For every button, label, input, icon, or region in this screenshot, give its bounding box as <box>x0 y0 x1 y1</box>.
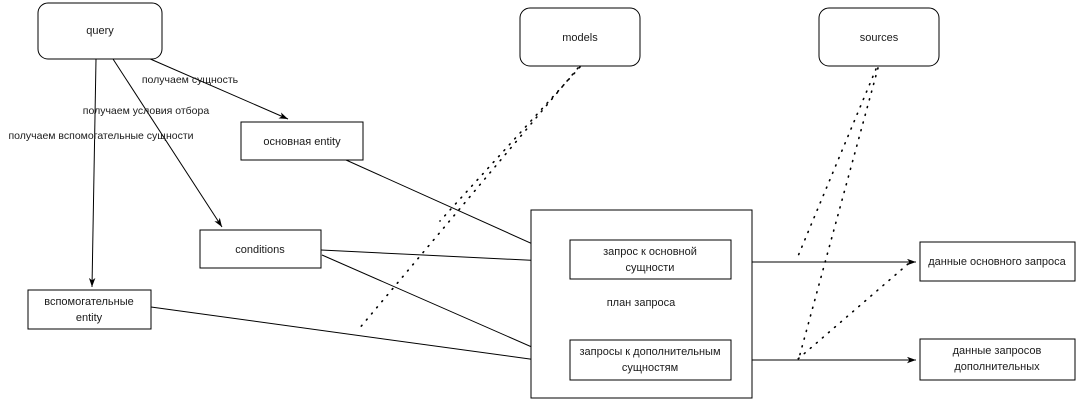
edge-sources-dotted-b <box>795 68 877 262</box>
node-extra-queries-label-line2: сущностям <box>622 362 678 374</box>
node-extra-data-label-line1: данные запросов <box>953 345 1042 357</box>
node-sources-label: sources <box>860 32 899 44</box>
edge-labels: получаем сущность получаем условия отбор… <box>8 74 238 142</box>
node-main-data[interactable]: данные основного запроса <box>919 241 1076 282</box>
edge-aux-entity-to-extra-queries <box>150 306 567 366</box>
node-extra-queries-shape <box>569 339 732 381</box>
node-plan-label: план запроса <box>607 297 676 309</box>
node-query-shape <box>37 2 163 60</box>
node-aux-entity[interactable]: вспомогательные entity <box>27 289 152 330</box>
edge-query-to-aux-entity <box>88 58 97 288</box>
edge-sources-dotted-a <box>798 67 879 359</box>
edge-conditions-to-main-query <box>320 249 567 265</box>
node-query[interactable]: query <box>37 2 163 60</box>
node-extra-queries[interactable]: запросы к дополнительным сущностям <box>569 339 732 381</box>
node-main-query[interactable]: запрос к основной сущности <box>569 239 732 280</box>
node-main-entity[interactable]: основная entity <box>240 121 364 161</box>
edges-dotted <box>357 66 909 360</box>
node-query-label: query <box>86 25 114 37</box>
node-conditions[interactable]: conditions <box>199 229 322 269</box>
node-aux-entity-shape <box>27 289 152 330</box>
node-models-label: models <box>562 32 598 44</box>
node-extra-data-shape <box>919 338 1076 381</box>
node-models[interactable]: models <box>519 7 641 67</box>
node-extra-data-label-line2: дополнительных <box>954 361 1040 373</box>
node-sources[interactable]: sources <box>818 7 940 67</box>
edge-models-dotted-a <box>357 67 579 331</box>
node-sources-shape <box>818 7 940 67</box>
edge-models-dotted-b <box>439 66 581 222</box>
node-models-shape <box>519 7 641 67</box>
edge-conditions-to-extra-queries <box>321 254 567 363</box>
node-conditions-shape <box>199 229 322 269</box>
node-main-data-label: данные основного запроса <box>928 256 1066 268</box>
edge-label-get-entity: получаем сущность <box>142 74 239 86</box>
edge-main-entity-to-main-query <box>345 159 567 260</box>
edge-query-to-main-entity <box>147 57 289 120</box>
node-main-entity-shape <box>240 121 364 161</box>
node-main-query-label-line2: сущности <box>626 262 675 274</box>
node-conditions-label: conditions <box>235 244 285 256</box>
edges-solid <box>88 57 916 366</box>
node-extra-queries-label-line1: запросы к дополнительным <box>579 346 720 358</box>
node-main-query-shape <box>569 239 732 280</box>
node-aux-entity-label-line2: entity <box>76 312 103 324</box>
node-main-query-label-line1: запрос к основной <box>603 246 697 258</box>
edge-sources-dotted-c <box>797 263 909 360</box>
edge-label-get-aux: получаем вспомогательные сущности <box>8 130 193 142</box>
node-main-entity-label: основная entity <box>263 136 341 148</box>
node-extra-data[interactable]: данные запросов дополнительных <box>919 338 1076 381</box>
node-aux-entity-label-line1: вспомогательные <box>44 296 134 308</box>
node-main-data-shape <box>919 241 1076 282</box>
edge-label-get-conditions: получаем условия отбора <box>83 105 210 117</box>
edge-query-to-conditions <box>112 58 223 228</box>
